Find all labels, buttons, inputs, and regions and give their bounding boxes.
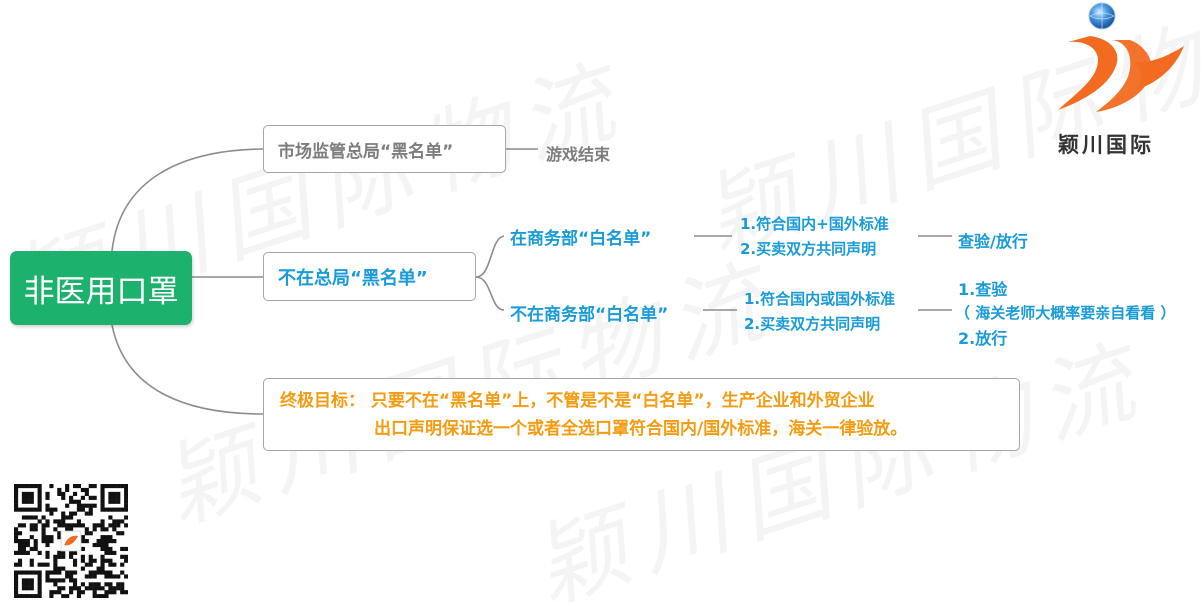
not-whitelist-label[interactable]: 不在商务部“白名单”: [510, 305, 669, 325]
logo-swoosh-icon: [1058, 2, 1184, 112]
goal-node[interactable]: 终极目标： 只要不在“黑名单”上，不管是不是“白名单”，生产企业和外贸企业 出口…: [263, 378, 1020, 451]
logo-text: 颖川国际: [1058, 133, 1154, 157]
whitelist-condition-1: 1.符合国内+国外标准: [740, 215, 889, 233]
whitelist-result: 查验/放行: [958, 232, 1028, 251]
whitelist-label[interactable]: 在商务部“白名单”: [510, 229, 652, 249]
blacklist-node[interactable]: 市场监管总局“黑名单”: [263, 125, 506, 173]
connector-split-notwhitelist: [475, 276, 505, 311]
not-whitelist-result-1: 1.查验: [958, 280, 1008, 299]
root-label: 非医用口罩: [23, 273, 179, 310]
root-node[interactable]: 非医用口罩: [10, 251, 192, 325]
whitelist-condition-2: 2.买卖双方共同声明: [740, 240, 877, 258]
connector-root-goal: [111, 324, 264, 415]
not-whitelist-condition-1: 1.符合国内或国外标准: [744, 290, 896, 308]
not-whitelist-result-note: （ 海关老师大概率要亲自看看 ）: [955, 304, 1176, 322]
connector-root-blacklist: [111, 148, 264, 252]
goal-line-2: 出口声明保证选一个或者全选口罩符合国内/国外标准，海关一律验放。: [374, 418, 908, 439]
qr-code-icon[interactable]: [14, 484, 128, 598]
not-whitelist-condition-2: 2.买卖双方共同声明: [744, 315, 881, 333]
not-blacklist-label: 不在总局“黑名单”: [278, 267, 428, 289]
blacklist-label: 市场监管总局“黑名单”: [278, 141, 454, 162]
connector-split-whitelist: [475, 235, 505, 278]
not-blacklist-node[interactable]: 不在总局“黑名单”: [263, 252, 476, 301]
goal-line-1: 终极目标： 只要不在“黑名单”上，不管是不是“白名单”，生产企业和外贸企业: [280, 390, 875, 411]
not-whitelist-result-2: 2.放行: [958, 329, 1008, 348]
blacklist-result: 游戏结束: [546, 145, 611, 164]
